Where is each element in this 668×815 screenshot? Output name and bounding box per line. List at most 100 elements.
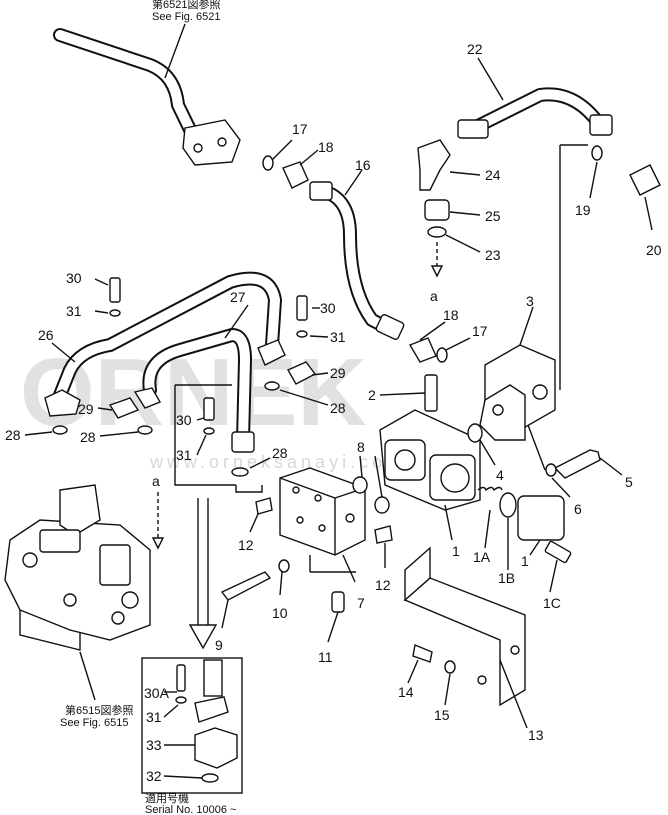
- label-1A: 1A: [473, 549, 491, 565]
- plug-12b: [374, 525, 393, 544]
- bolt-2: [424, 374, 438, 412]
- label-13: 13: [528, 727, 544, 743]
- label-28b: 28: [80, 429, 96, 445]
- label-30b: 30: [320, 300, 336, 316]
- fitting-20: [629, 164, 661, 196]
- frame-bracket: [174, 384, 236, 486]
- washer-6: [545, 463, 557, 477]
- label-25: 25: [485, 208, 501, 224]
- bolt-1C: [544, 540, 572, 564]
- label-26: 26: [38, 327, 54, 343]
- ring-1B: [499, 492, 517, 518]
- plug-12a: [255, 497, 273, 515]
- label-15: 15: [434, 707, 450, 723]
- label-31a: 31: [66, 303, 82, 319]
- label-18a: 18: [318, 139, 334, 155]
- ref-fig6521-jp: 第6521図参照: [152, 0, 220, 11]
- bolt-5: [553, 449, 601, 479]
- label-7: 7: [357, 595, 365, 611]
- label-6: 6: [574, 501, 582, 517]
- label-1C: 1C: [543, 595, 561, 611]
- washer-10: [278, 559, 290, 573]
- label-10: 10: [272, 605, 288, 621]
- bolt-30a: [109, 277, 121, 303]
- oring-28c: [264, 381, 280, 391]
- label-33: 33: [146, 737, 162, 753]
- oring-8a: [352, 476, 368, 494]
- washer-31a: [109, 309, 121, 317]
- label-1: 1: [452, 543, 460, 559]
- pipe-to-fig6521: [53, 28, 241, 166]
- label-28c: 28: [330, 400, 346, 416]
- inset-box: [141, 657, 243, 794]
- serial-jp: 適用号機: [145, 791, 189, 805]
- label-3: 3: [526, 293, 534, 309]
- label-9: 9: [215, 637, 223, 653]
- ref-fig6515-jp: 第6515図参照: [65, 703, 133, 717]
- label-31c: 31: [176, 447, 192, 463]
- label-32: 32: [146, 768, 162, 784]
- label-1B: 1B: [498, 570, 515, 586]
- bolt-9: [220, 571, 272, 601]
- manifold-block-7: [279, 467, 366, 556]
- label-29b: 29: [330, 365, 346, 381]
- oring-4: [467, 423, 483, 443]
- bracket-13: [403, 546, 526, 707]
- label-31b: 31: [330, 329, 346, 345]
- label-24: 24: [485, 167, 501, 183]
- cover-1: [517, 495, 565, 541]
- fitting-18-mid: [408, 337, 437, 363]
- nut-25: [424, 199, 450, 221]
- label-5: 5: [625, 474, 633, 490]
- hose-22: [457, 87, 613, 139]
- label-12b: 12: [375, 577, 391, 593]
- spring-1A: [477, 486, 503, 492]
- label-1-cover: 1: [521, 553, 529, 569]
- ref-fig6521: See Fig. 6521: [152, 11, 221, 23]
- leader-fig6521: [164, 23, 186, 79]
- oring-17-top: [262, 155, 274, 171]
- watermark-logo: ORNEK: [20, 339, 367, 446]
- washer-31c: [203, 427, 215, 435]
- plug-11: [331, 591, 345, 613]
- control-valve: [4, 484, 151, 651]
- label-12a: 12: [238, 537, 254, 553]
- label-28a: 28: [5, 427, 21, 443]
- bolt-30c: [203, 397, 215, 421]
- oring-28b: [137, 425, 153, 435]
- washer-15: [444, 660, 456, 674]
- label-2: 2: [368, 387, 376, 403]
- label-30c: 30: [176, 412, 192, 428]
- inset-block-33: [194, 727, 238, 769]
- label-31d: 31: [146, 709, 162, 725]
- inset-bolt-30A: [176, 664, 186, 692]
- washer-31b: [296, 330, 308, 338]
- inset-clamp: [194, 696, 229, 723]
- inset-pipe: [203, 659, 223, 697]
- label-17a: 17: [292, 121, 308, 137]
- mark-a-left: a: [152, 473, 160, 489]
- inset-washer-31: [175, 696, 187, 704]
- label-18b: 18: [443, 307, 459, 323]
- hose-27: [133, 328, 255, 453]
- label-4: 4: [496, 467, 504, 483]
- mark-a-top: a: [430, 288, 438, 304]
- label-20: 20: [646, 242, 662, 258]
- label-14: 14: [398, 684, 414, 700]
- bolt-14: [412, 644, 433, 663]
- label-16: 16: [355, 157, 371, 173]
- label-11: 11: [318, 649, 333, 665]
- oring-8b: [374, 496, 390, 514]
- ref-fig6515: See Fig. 6515: [60, 717, 129, 729]
- label-28d: 28: [272, 445, 288, 461]
- label-30a: 30: [66, 270, 82, 286]
- valve-block-3: [479, 344, 556, 441]
- serial-note: Serial No. 10006 ~: [145, 804, 236, 815]
- valve-assembly-1: [379, 409, 481, 511]
- inset-arrow: [197, 498, 209, 625]
- label-30A: 30A: [144, 685, 170, 701]
- oring-28a: [52, 425, 68, 435]
- hose-26: [44, 271, 286, 417]
